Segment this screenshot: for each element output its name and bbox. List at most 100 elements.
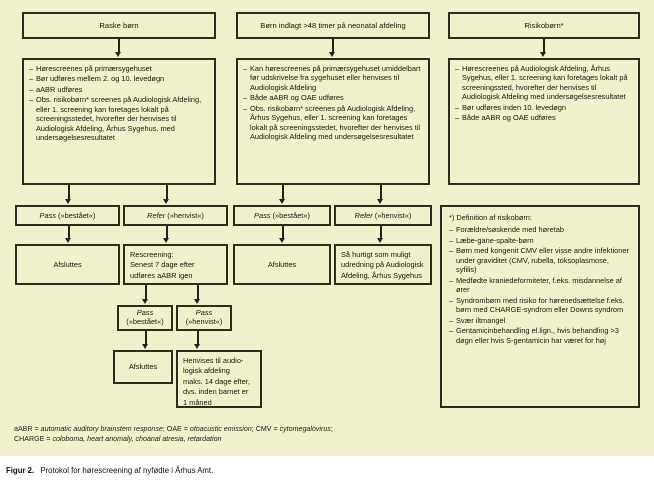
henvises-line: maks. 14 dage efter, (183, 376, 250, 386)
list-item: Både aABR og OAE udføres (455, 113, 633, 123)
figure-caption-label: Figur 2. (6, 466, 35, 475)
arrow-shaft-pass2-result (282, 226, 284, 239)
outcome-refer-label: Refer (»henvist«) (147, 210, 204, 220)
arrow-shaft-rescreen-b (197, 285, 199, 300)
arrow-head-risk (540, 52, 547, 57)
udredning-line: Afdeling, Århus Sygehus (341, 270, 422, 280)
arrow-head-neonatal-pass (279, 199, 286, 204)
arrow-head-pass1-result (65, 238, 72, 243)
arrow-head-refer1-result (163, 238, 170, 243)
outcome-box-pass-neonatal: Pass (»bestået«) (233, 205, 331, 226)
rescreen-refer-label: Pass (»henvist«) (185, 308, 223, 326)
list-item: Læbe-gane-spalte-børn (449, 236, 631, 246)
arrow-head-neonatal-refer (377, 199, 384, 204)
arrow-shaft-rescreen-pass-final (145, 331, 147, 345)
rescreen-outcome-box-refer: Pass (»henvist«) (176, 305, 232, 331)
arrow-shaft-healthy (118, 39, 120, 53)
list-item: Bør udføres mellem 2. og 10. levedøgn (29, 74, 209, 84)
list-item: Forældre/søskende med høretab (449, 225, 631, 235)
arrow-shaft-neonatal (332, 39, 334, 53)
final-box-afsluttes-3: Afsluttes (113, 350, 173, 384)
abbrev-line-1: aABR = automatic auditory brainstem resp… (14, 425, 333, 433)
henvises-line: Henvises til audio- (183, 356, 244, 365)
list-item: Bør udføres inden 10. levedøgn (455, 103, 633, 113)
udredning-text: Så hurtigt som muligt udredning på Audio… (341, 250, 425, 280)
outcome-box-refer-healthy: Refer (»henvist«) (123, 205, 228, 226)
arrow-head-neonatal (329, 52, 336, 57)
header-label-neonatal: Børn indlagt >48 timer på neonatal afdel… (260, 20, 406, 30)
risk-definition-panel: *) Definition af risikobørn: Forældre/sø… (440, 205, 640, 408)
arrow-shaft-neonatal-refer (380, 185, 382, 200)
list-item: Kan hørescreenes på primærsygehuset umid… (243, 64, 423, 92)
henvises-line: logisk afdeling (183, 366, 230, 376)
outcome-box-refer-neonatal: Refer (»henvist«) (334, 205, 432, 226)
arrow-shaft-healthy-refer (166, 185, 168, 200)
list-item: Hørescreenes på primærsygehuset (29, 64, 209, 74)
result-label-afsluttes-1: Afsluttes (53, 259, 82, 269)
arrow-shaft-healthy-pass (68, 185, 70, 200)
header-box-healthy-children: Raske børn (22, 12, 216, 39)
outcome-pass-label: Pass (»bestået«) (39, 210, 96, 220)
result-box-udredning: Så hurtigt som muligt udredning på Audio… (334, 244, 432, 285)
risk-panel-title: *) Definition af risikobørn: (449, 213, 532, 222)
detail-list-neonatal: Kan hørescreenes på primærsygehuset umid… (243, 64, 423, 142)
henvises-line: dvs. inden barnet er (183, 387, 249, 397)
abbreviations-note: aABR = automatic auditory brainstem resp… (14, 424, 634, 445)
list-item: Både aABR og OAE udføres (243, 93, 423, 103)
udredning-line: Så hurtigt som muligt (341, 250, 411, 259)
result-box-rescreening: Rescreening: Senest 7 dage efter udføres… (123, 244, 228, 285)
header-box-risk-children: Risikobørn* (448, 12, 640, 39)
final-box-henvises: Henvises til audio- logisk afdeling maks… (176, 350, 262, 408)
outcome-box-pass-healthy: Pass (»bestået«) (15, 205, 120, 226)
rescreening-line: Rescreening: (130, 250, 174, 259)
detail-box-healthy-children: Hørescreenes på primærsygehuset Bør udfø… (22, 58, 216, 185)
header-box-neonatal-admitted: Børn indlagt >48 timer på neonatal afdel… (236, 12, 430, 39)
list-item: Medfødte kraniedeformiteter, f.eks. misd… (449, 276, 631, 295)
detail-box-neonatal-admitted: Kan hørescreenes på primærsygehuset umid… (236, 58, 430, 185)
figure-caption: Figur 2. Protokol for hørescreening af n… (6, 466, 213, 475)
detail-list-healthy: Hørescreenes på primærsygehuset Bør udfø… (29, 64, 209, 143)
detail-list-risk: Hørescreenes på Audiologisk Afdeling, År… (455, 64, 633, 123)
arrow-head-pass2-result (279, 238, 286, 243)
list-item: Obs. risikobørn* screenes på Audiologisk… (243, 104, 423, 142)
arrow-shaft-rescreen-refer-final (197, 331, 199, 345)
abbrev-line-2: CHARGE = coloboma, heart anomaly, choana… (14, 435, 222, 444)
result-label-afsluttes-2: Afsluttes (267, 259, 297, 269)
arrow-shaft-neonatal-pass (282, 185, 284, 200)
detail-box-risk-children: Hørescreenes på Audiologisk Afdeling, År… (448, 58, 640, 185)
henvises-text: Henvises til audio- logisk afdeling maks… (183, 356, 255, 407)
rescreening-text: Rescreening: Senest 7 dage efter udføres… (130, 250, 221, 280)
arrow-shaft-refer1-result (166, 226, 168, 239)
outcome-refer-label-2: Refer (»henvist«) (354, 210, 412, 220)
list-item: aABR udføres (29, 85, 209, 95)
header-label-healthy: Raske børn (99, 20, 139, 30)
arrow-head-refer2-result (377, 238, 384, 243)
arrow-head-healthy (115, 52, 122, 57)
figure-caption-text: Protokol for hørescreening af nyfødte i … (40, 466, 214, 475)
arrow-head-rescreen-pass-final (142, 344, 149, 349)
result-box-afsluttes-1: Afsluttes (15, 244, 120, 285)
arrow-shaft-risk (543, 39, 545, 53)
list-item: Syndrombørn med risiko for hørenedsættel… (449, 296, 631, 315)
arrow-head-rescreen-a (142, 299, 149, 304)
arrow-shaft-pass1-result (68, 226, 70, 239)
list-item: Hørescreenes på Audiologisk Afdeling, År… (455, 64, 633, 102)
rescreen-outcome-box-pass: Pass (»bestået«) (117, 305, 173, 331)
udredning-line: udredning på Audiologisk (341, 260, 424, 270)
arrow-shaft-rescreen-a (145, 285, 147, 300)
list-item: Børn med kongenit CMV eller visse andre … (449, 246, 631, 274)
henvises-line: 1 måned (183, 397, 212, 407)
arrow-head-healthy-refer (163, 199, 170, 204)
result-box-afsluttes-2: Afsluttes (233, 244, 331, 285)
arrow-head-healthy-pass (65, 199, 72, 204)
risk-panel-list: Forældre/søskende med høretab Læbe-gane-… (449, 225, 631, 345)
rescreening-line: Senest 7 dage efter (130, 260, 195, 270)
rescreening-line: udføres aABR igen (130, 270, 193, 280)
arrow-head-rescreen-b (194, 299, 201, 304)
rescreen-pass-label: Pass (»bestået«) (126, 308, 164, 326)
header-label-risk: Risikobørn* (524, 20, 564, 30)
final-label-afsluttes-3: Afsluttes (128, 362, 158, 372)
arrow-shaft-refer2-result (380, 226, 382, 239)
outcome-pass-label-2: Pass (»bestået«) (254, 210, 310, 220)
